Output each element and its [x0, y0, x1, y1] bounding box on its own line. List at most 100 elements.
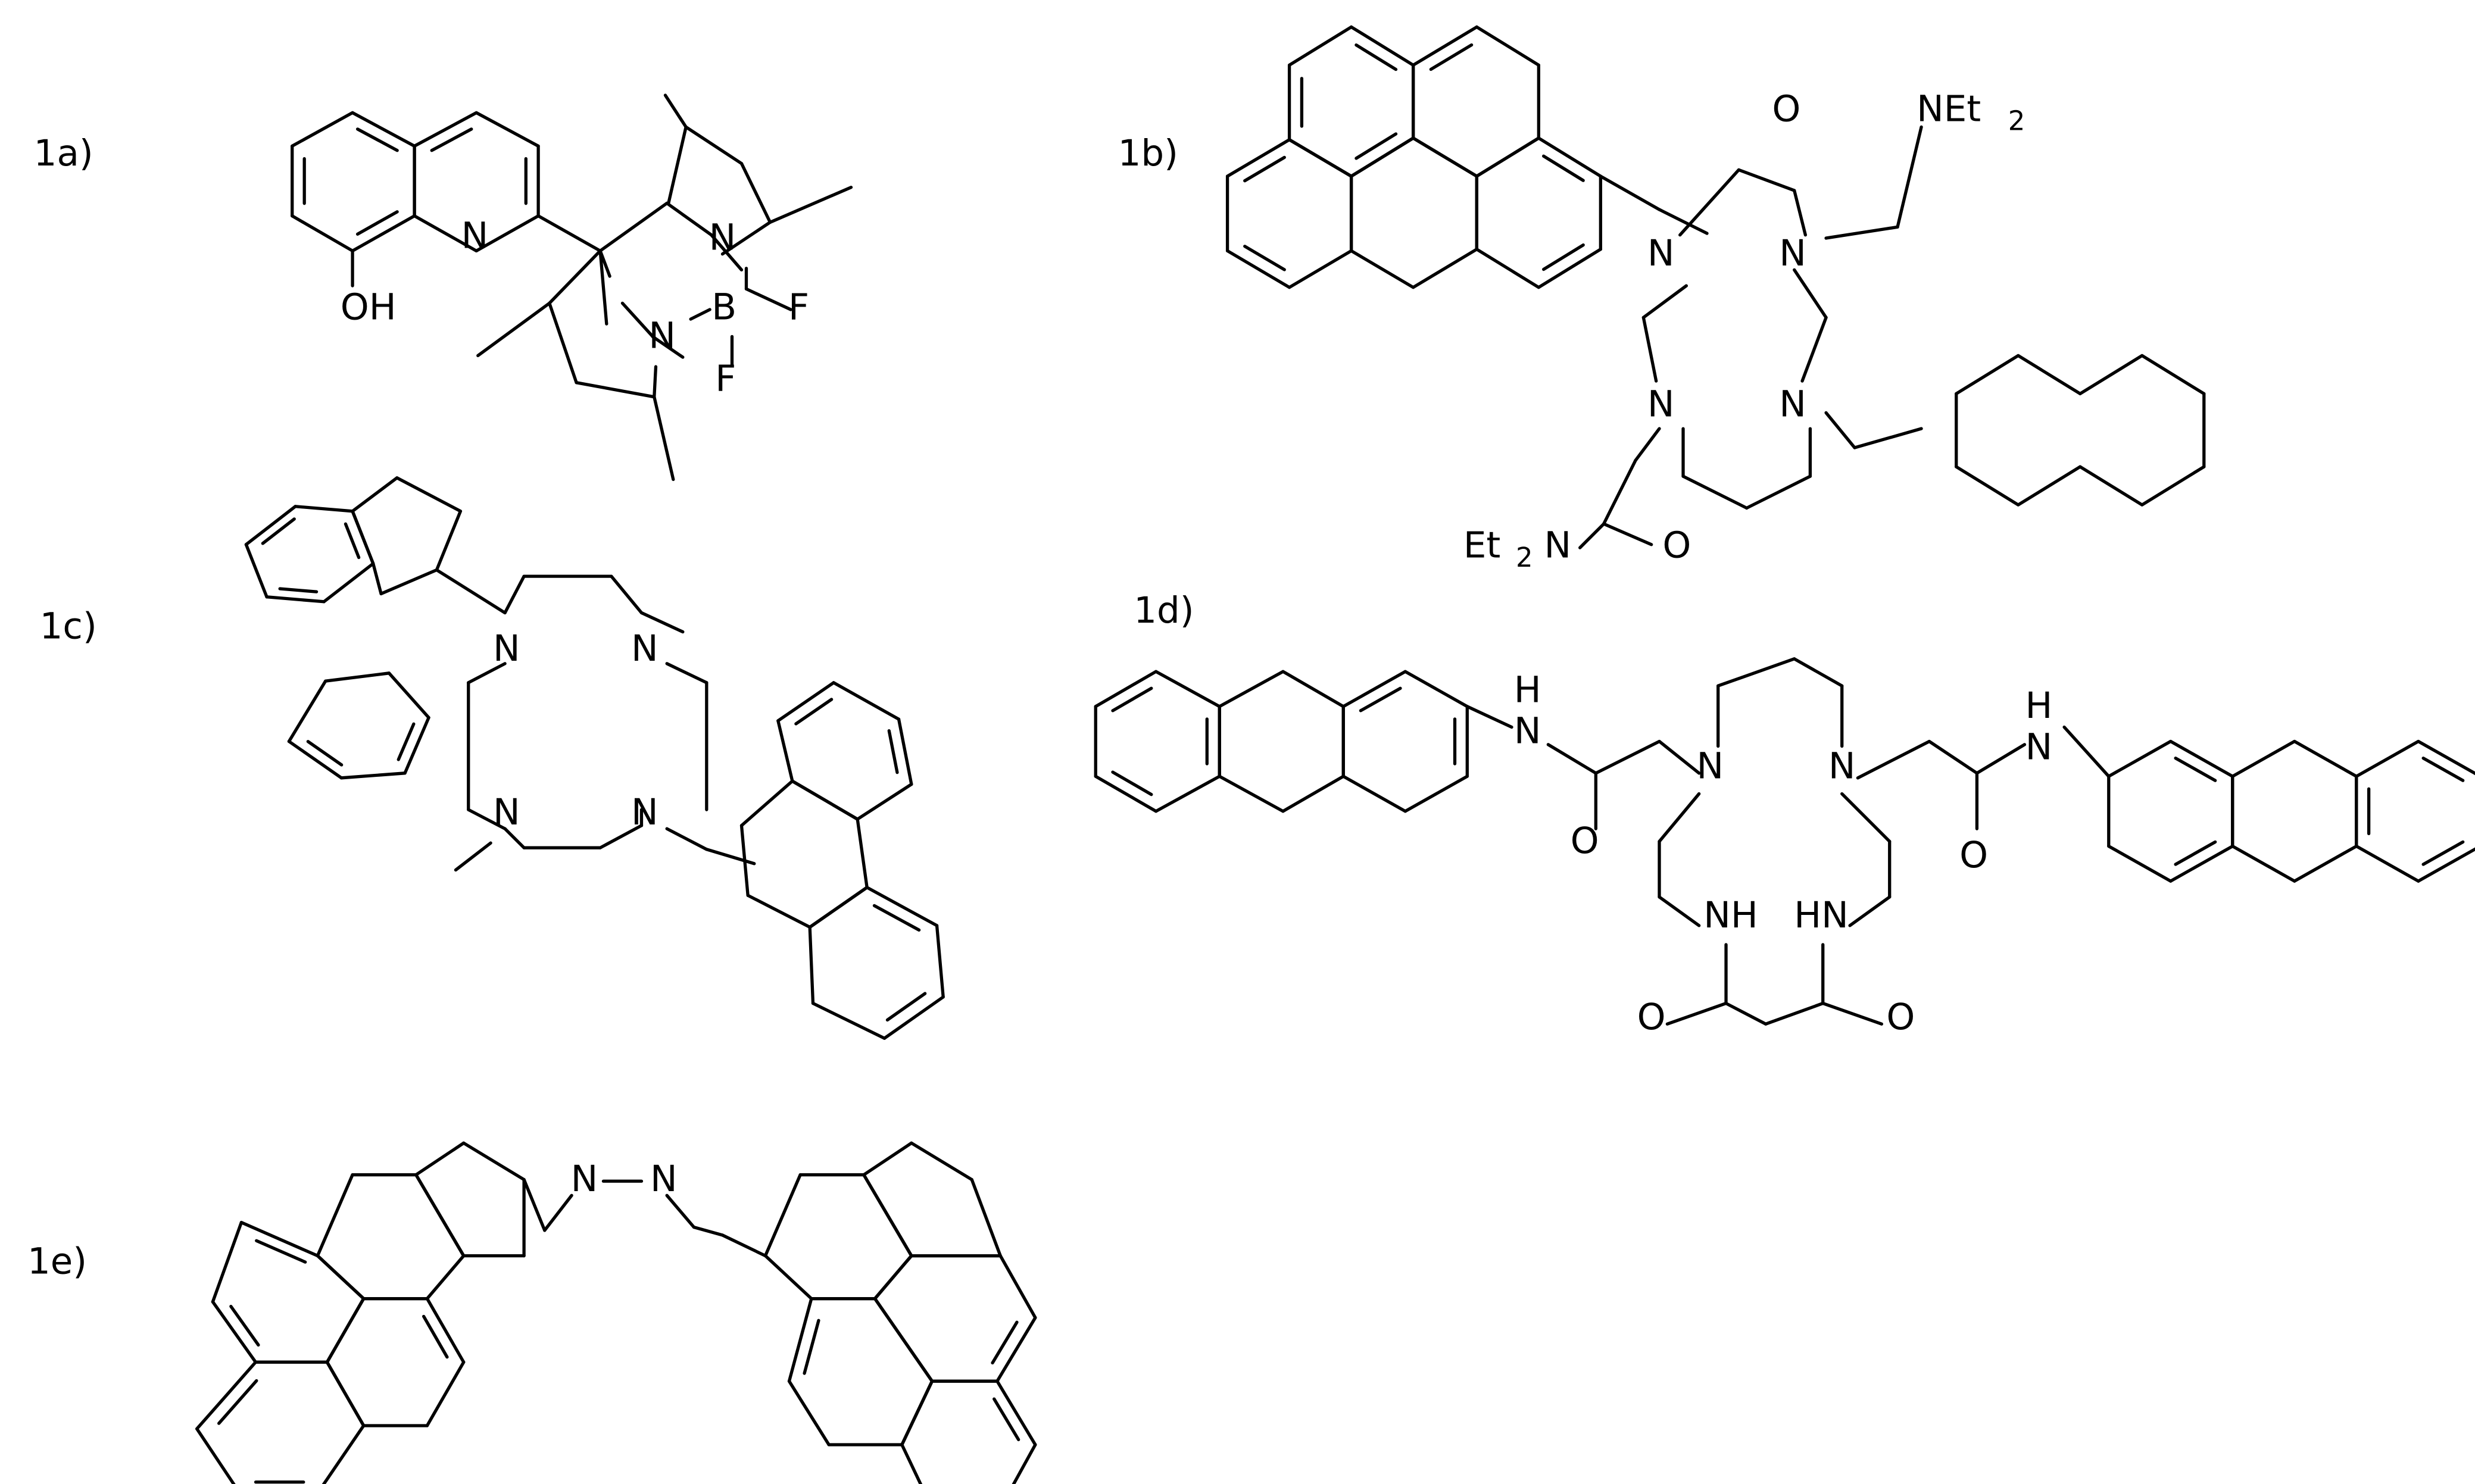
diethylamide-group: Et — [1463, 524, 1500, 567]
bond-line — [873, 1296, 934, 1383]
subscript-2: 2 — [1516, 542, 1533, 573]
amine-nitrogen: N — [1697, 745, 1724, 787]
bond-line — [776, 681, 835, 723]
bond-line — [1793, 268, 1828, 320]
bond-line — [794, 698, 834, 726]
bond-line — [872, 904, 921, 932]
bond-line — [425, 1296, 466, 1364]
bond-line — [1243, 245, 1286, 271]
bond-line — [862, 1173, 913, 1258]
amine-nitrogen: N — [1779, 232, 1806, 274]
bond-line — [803, 1319, 820, 1375]
bond-line — [2417, 847, 2475, 883]
bond-line — [832, 681, 901, 721]
bond-line — [467, 662, 507, 685]
carbonyl-oxygen: O — [1959, 834, 1988, 876]
bond-line — [663, 93, 688, 129]
amine-nitrogen: N — [1779, 383, 1806, 425]
bond-line — [1800, 315, 1828, 383]
bond-line — [287, 679, 327, 743]
bond-line — [1856, 739, 1931, 780]
bond-line — [211, 1220, 244, 1304]
bond-line — [651, 335, 685, 359]
bond-line — [763, 1173, 802, 1258]
bond-line — [720, 1233, 767, 1258]
bond-line — [1658, 208, 1709, 235]
bond-line — [1287, 25, 1353, 67]
bond-line — [1281, 774, 1345, 813]
bond-line — [1154, 774, 1221, 813]
bond-line — [1578, 522, 1606, 549]
bond-line — [291, 111, 354, 148]
bond-line — [1475, 248, 1540, 289]
hydrogen-atom: H — [2025, 685, 2052, 727]
bond-line — [1853, 427, 1923, 449]
bond-line — [1602, 522, 1653, 546]
carbonyl-oxygen: O — [1772, 88, 1800, 130]
azine-nitrogen: N — [571, 1158, 598, 1200]
bond-line — [808, 925, 815, 1005]
bond-line — [598, 201, 669, 253]
bond-line — [261, 517, 296, 545]
bond-line — [503, 574, 526, 615]
bond-line — [665, 662, 709, 685]
hydroxyl-group: OH — [341, 286, 397, 329]
bond-line — [692, 1225, 725, 1237]
bond-line — [1594, 739, 1661, 775]
bond-line — [291, 214, 354, 253]
bond-line — [1737, 168, 1796, 192]
bond-line — [1724, 1001, 1768, 1026]
bond-line — [776, 719, 794, 783]
bond-line — [1793, 657, 1844, 688]
pyrrole-nitrogen: N — [648, 315, 676, 357]
bond-line — [548, 249, 602, 305]
bond-line — [995, 1316, 1037, 1383]
bond-line — [705, 848, 756, 866]
bond-line — [211, 1300, 258, 1364]
bond-line — [935, 924, 945, 999]
bond-line — [2421, 757, 2465, 782]
bond-line — [1658, 895, 1701, 927]
bond-line — [2107, 844, 2173, 883]
amine-nitrogen: N — [493, 791, 520, 833]
bond-line — [598, 249, 611, 278]
bond-line — [787, 1296, 813, 1383]
bond-line — [1403, 774, 1469, 813]
bond-line — [1359, 686, 1402, 713]
bond-line — [1341, 670, 1407, 708]
bond-line — [856, 817, 869, 889]
panel-label: 1b) — [1118, 132, 1178, 174]
bond-line — [430, 127, 473, 152]
bond-line — [1824, 411, 1856, 449]
bond-line — [1411, 136, 1478, 178]
bond-line — [2293, 739, 2358, 778]
bond-line — [355, 210, 399, 236]
bond-line — [1537, 136, 1602, 178]
bond-line — [2169, 739, 2234, 778]
bond-line — [351, 111, 416, 148]
carbonyl-oxygen: O — [1637, 996, 1666, 1038]
bond-line — [1848, 895, 1892, 927]
bond-line — [739, 162, 772, 224]
bond-line — [454, 841, 492, 872]
bond-line — [610, 574, 644, 615]
bond-line — [1281, 670, 1345, 708]
panel-label: 1a) — [34, 132, 93, 174]
bond-line — [1541, 154, 1585, 182]
bond-line — [1955, 465, 2020, 507]
bond-line — [475, 111, 540, 148]
bond-line — [791, 779, 859, 821]
bond-line — [1403, 670, 1469, 708]
bond-line — [1225, 249, 1291, 289]
bond-line — [2355, 844, 2420, 883]
amide-nitrogen: N — [1544, 524, 1572, 567]
bond-line — [255, 1239, 307, 1264]
bond-line — [476, 301, 551, 358]
amine-nitrogen: N — [1828, 745, 1856, 787]
bond-line — [1602, 458, 1637, 526]
bond-line — [991, 1320, 1019, 1365]
bond-line — [1541, 243, 1585, 271]
bond-line — [900, 1443, 923, 1484]
